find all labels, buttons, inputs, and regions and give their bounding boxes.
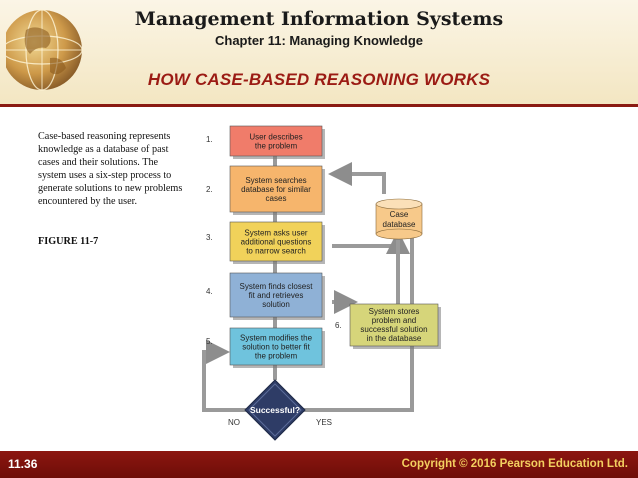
step-4-number: 4. — [206, 287, 213, 296]
step-6-number: 6. — [335, 321, 342, 330]
no-loop-arrow — [202, 340, 250, 412]
decision-label: Successful? — [250, 405, 300, 415]
step-5-number: 5. — [206, 337, 213, 346]
database-label-line1: Case — [390, 210, 409, 219]
db-to-step2-arrow — [328, 162, 386, 194]
step3-to-db-arrow — [332, 230, 410, 254]
step-1-number: 1. — [206, 135, 213, 144]
step-1-text-line: User describes — [249, 133, 302, 142]
chapter-subtitle: Chapter 11: Managing Knowledge — [214, 33, 424, 48]
slide-heading: HOW CASE-BASED REASONING WORKS — [147, 70, 491, 89]
decision-successful: Successful? — [244, 379, 306, 441]
step-6-text-line: successful solution — [360, 325, 427, 334]
step-3-number: 3. — [206, 233, 213, 242]
copyright-notice: Copyright © 2016 Pearson Education Ltd. — [401, 458, 628, 470]
step-4-text-line: System finds closest — [240, 282, 314, 291]
figure-caption: Case-based reasoning represents knowledg… — [38, 131, 183, 207]
step-6-text-line: problem and — [372, 316, 416, 325]
slide-number: 11.36 — [8, 457, 38, 471]
step-5-text-line: System modifies the — [240, 334, 313, 343]
no-label: NO — [228, 418, 240, 427]
database-label-line2: database — [383, 220, 416, 229]
step-4-text-line: solution — [262, 300, 290, 309]
step-3-text-line: additional questions — [241, 238, 312, 247]
slide-header: Management Information Systems Chapter 1… — [0, 0, 638, 107]
figure-label: FIGURE 11-7 — [38, 236, 99, 247]
step-4-text-line: fit and retrieves — [249, 291, 304, 300]
step-2-number: 2. — [206, 185, 213, 194]
step-3-text-line: to narrow search — [246, 247, 306, 256]
globe-logo-icon — [6, 9, 83, 91]
step-3-text-line: System asks user — [244, 229, 307, 238]
step-2-text-line: database for similar — [241, 185, 311, 194]
yes-label: YES — [316, 418, 332, 427]
step-2-text-line: System searches — [245, 176, 306, 185]
course-title: Management Information Systems — [134, 8, 504, 30]
step-1-text-line: the problem — [255, 142, 298, 151]
step-5-text-line: solution to better fit — [242, 343, 310, 352]
step-2-text-line: cases — [266, 194, 287, 203]
step-5-text-line: the problem — [255, 352, 298, 361]
step-6-text-line: System stores — [369, 307, 420, 316]
slide-footer: 11.36 Copyright © 2016 Pearson Education… — [0, 451, 638, 478]
step-6-text-line: in the database — [367, 334, 422, 343]
case-database: Case database — [375, 198, 423, 240]
